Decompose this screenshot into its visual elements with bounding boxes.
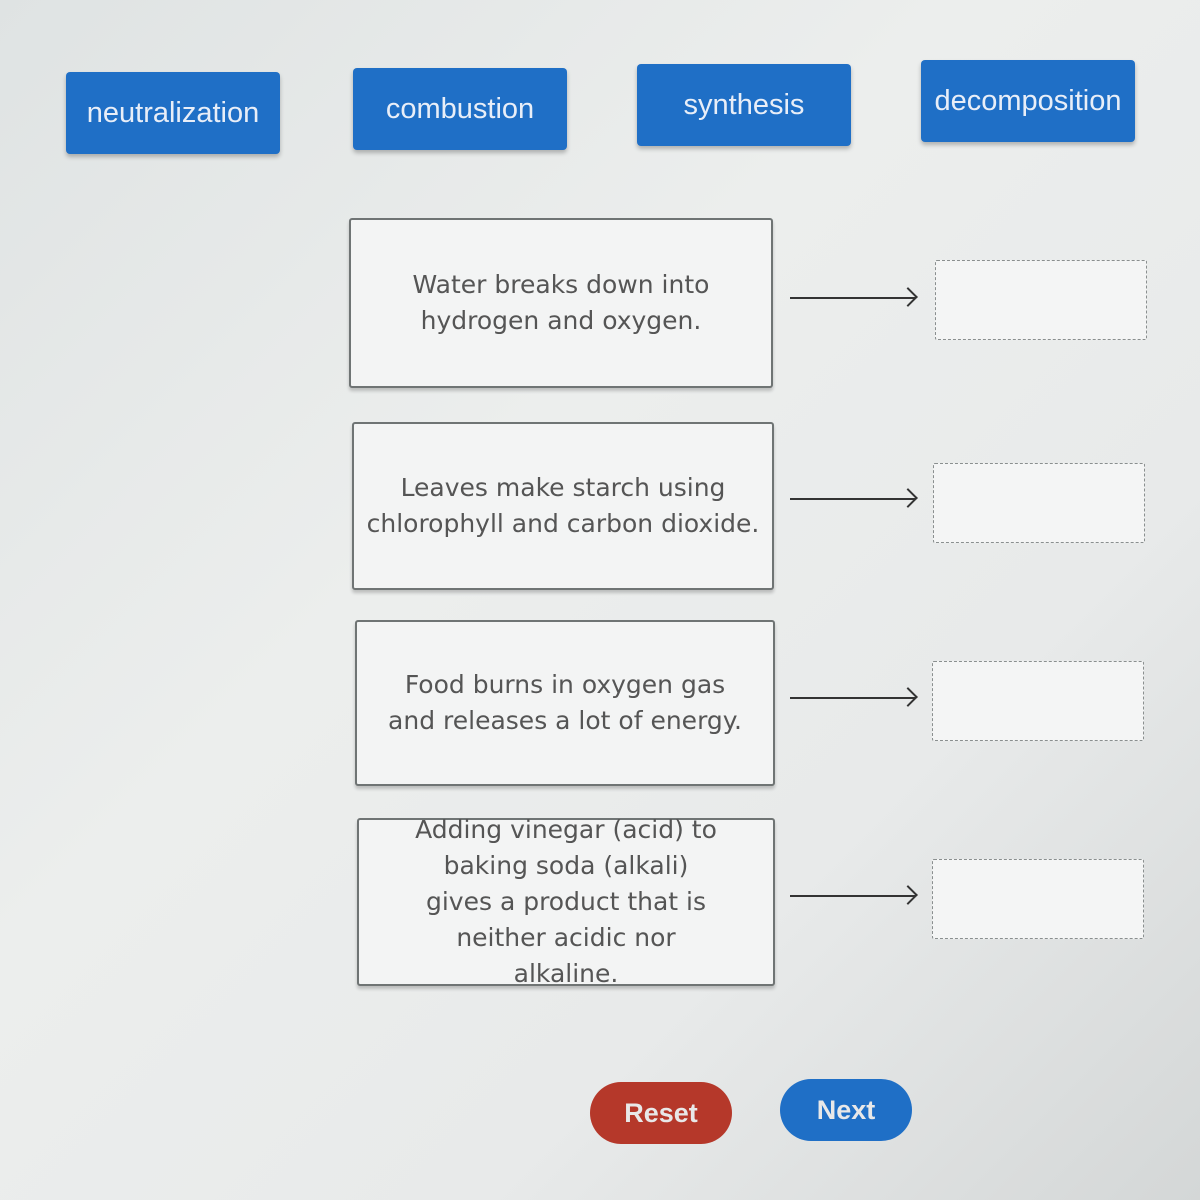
arrow-icon [790,895,915,897]
arrow-icon [790,297,915,299]
arrow-icon [790,498,915,500]
tile-decomposition[interactable]: decomposition [921,60,1135,142]
description-card: Water breaks down into hydrogen and oxyg… [349,218,773,388]
reset-button[interactable]: Reset [590,1082,732,1144]
description-text: Food burns in oxygen gas and releases a … [388,670,742,735]
description-card: Adding vinegar (acid) to baking soda (al… [357,815,775,988]
description-card: Food burns in oxygen gas and releases a … [355,620,775,786]
arrow-icon [790,697,915,699]
next-button[interactable]: Next [780,1079,912,1141]
tile-combustion[interactable]: combustion [353,68,567,150]
drop-target[interactable] [932,661,1144,741]
drop-target[interactable] [933,463,1145,543]
drop-target[interactable] [932,859,1144,939]
description-text: Adding vinegar (acid) to baking soda (al… [415,815,717,988]
description-card: Leaves make starch using chlorophyll and… [352,422,774,590]
tile-synthesis[interactable]: synthesis [637,64,851,146]
tile-neutralization[interactable]: neutralization [66,72,280,154]
description-text: Leaves make starch using chlorophyll and… [366,473,760,538]
drop-target[interactable] [935,260,1147,340]
description-text: Water breaks down into hydrogen and oxyg… [412,270,710,335]
